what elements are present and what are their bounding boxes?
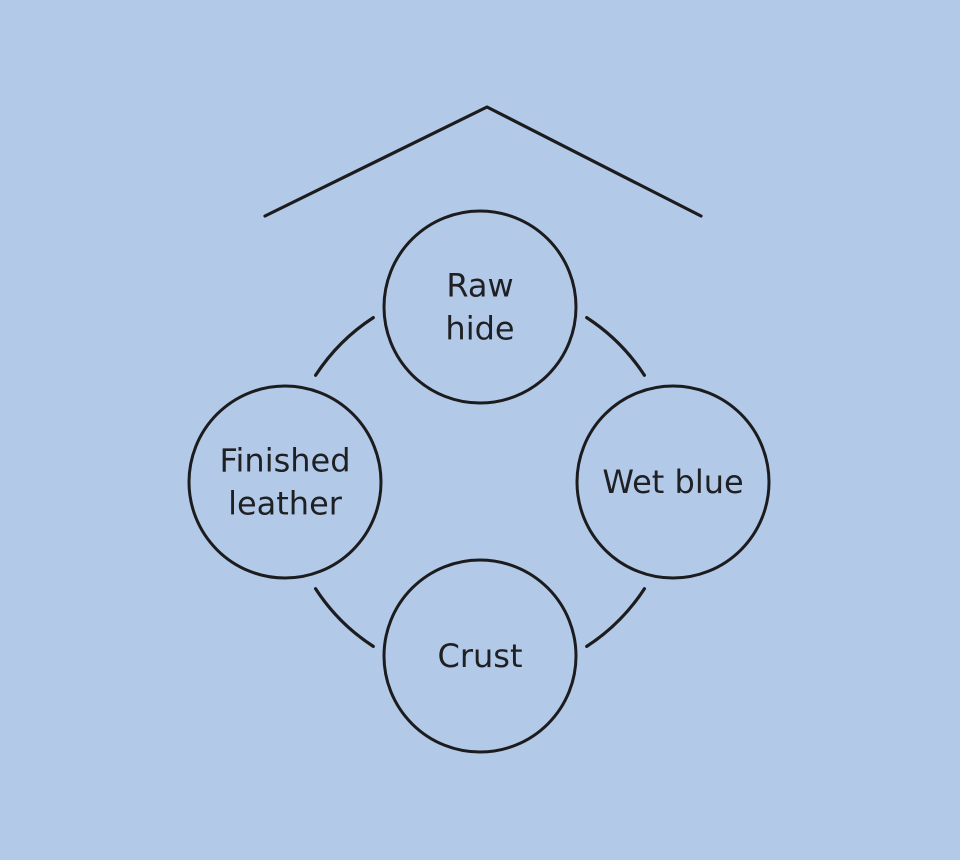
connector-arc-finished-leather-to-raw-hide bbox=[314, 316, 375, 377]
connector-arc-raw-hide-to-wet-blue bbox=[585, 316, 646, 377]
node-crust: Crust bbox=[382, 558, 578, 754]
cycle-connectors bbox=[314, 316, 646, 648]
node-finished-leather: Finished leather bbox=[187, 384, 383, 580]
node-label-raw-hide-line-2: hide bbox=[445, 310, 514, 348]
node-label-finished-leather-line-1: Finished bbox=[219, 442, 350, 480]
node-raw-hide: Raw hide bbox=[382, 209, 578, 405]
node-label-finished-leather-line-2: leather bbox=[228, 485, 343, 523]
node-label-wet-blue-line-1: Wet blue bbox=[602, 463, 743, 501]
connector-arc-crust-to-finished-leather bbox=[314, 587, 375, 648]
node-circle-raw-hide bbox=[382, 209, 578, 405]
connector-arc-wet-blue-to-crust bbox=[585, 587, 646, 648]
node-wet-blue: Wet blue bbox=[575, 384, 771, 580]
node-circle-finished-leather bbox=[187, 384, 383, 580]
node-label-crust-line-1: Crust bbox=[438, 637, 523, 675]
node-circle-crust bbox=[382, 558, 578, 754]
node-circle-wet-blue bbox=[575, 384, 771, 580]
node-label-raw-hide-line-1: Raw bbox=[446, 267, 513, 305]
roof-chevron bbox=[263, 105, 703, 218]
